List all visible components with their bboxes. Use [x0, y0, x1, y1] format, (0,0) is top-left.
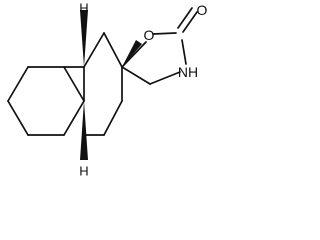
carbonyl-bond-1: [182, 11, 198, 33]
wedge-top-stereo: [80, 10, 88, 67]
bond-c9-c10: [103, 100, 123, 136]
bond-oring-spiro: [121, 41, 147, 68]
bond-ch2-n: [149, 71, 181, 85]
ring-oxygen-label: O: [144, 27, 155, 43]
hydrogen-bottom-label: H: [79, 164, 88, 179]
bond-c3-c4: [63, 66, 85, 102]
hydrogen-top-label: H: [79, 1, 88, 16]
nitrogen-label: NH: [178, 64, 198, 80]
bond-n-co: [181, 39, 187, 65]
bond-c6-c1: [7, 100, 29, 136]
carbonyl-bond-2: [177, 7, 193, 29]
bond-spiro-ch2: [121, 66, 151, 85]
wedge-spiro-stereo: [122, 40, 142, 67]
bond-c4-c5: [63, 100, 85, 136]
bond-co-oring: [152, 32, 177, 35]
carbonyl-oxygen-label: O: [197, 2, 208, 18]
bond-c7-c8: [103, 32, 123, 68]
structure-canvas: O O NH H H: [7, 1, 208, 179]
bond-c3-c7: [83, 32, 105, 68]
bond-c1-c2: [7, 66, 29, 102]
wedge-bottom-stereo: [80, 101, 88, 160]
molecule-drawing: O O NH H H: [7, 1, 208, 179]
